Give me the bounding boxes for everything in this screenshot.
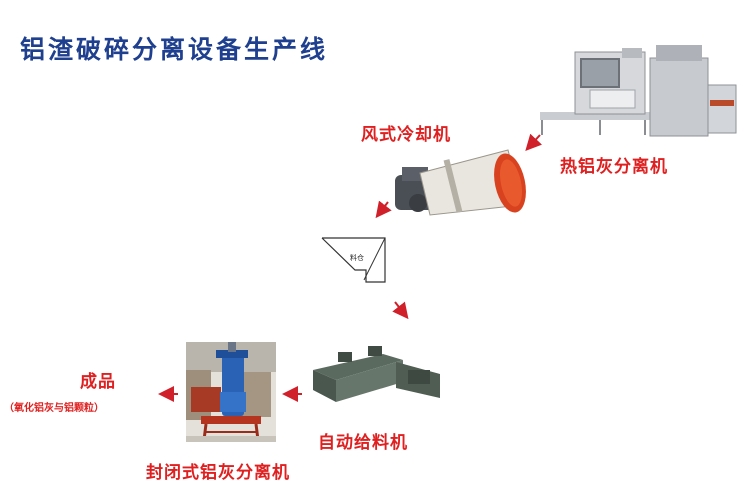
- hopper-label: 料仓: [350, 254, 364, 262]
- hot-separator-photo: [540, 40, 745, 140]
- page-title: 铝渣破碎分离设备生产线: [20, 35, 329, 64]
- sealed-separator-photo: [186, 342, 276, 442]
- arrow-hopper-to-feeder: [392, 301, 409, 320]
- sealed-separator-label: 封闭式铝灰分离机: [146, 463, 290, 483]
- arrow-cooler-to-hopper: [375, 200, 392, 219]
- feeder-photo: [308, 340, 448, 405]
- product-note: （氧化铝灰与铝颗粒）: [4, 403, 104, 414]
- hot-separator-label: 热铝灰分离机: [560, 157, 668, 177]
- arrow-hot-to-cooler: [525, 133, 543, 151]
- cooler-photo: [390, 145, 530, 225]
- feeder-label: 自动给料机: [318, 433, 408, 453]
- product-label: 成品: [80, 372, 116, 392]
- cooler-label: 风式冷却机: [361, 125, 451, 145]
